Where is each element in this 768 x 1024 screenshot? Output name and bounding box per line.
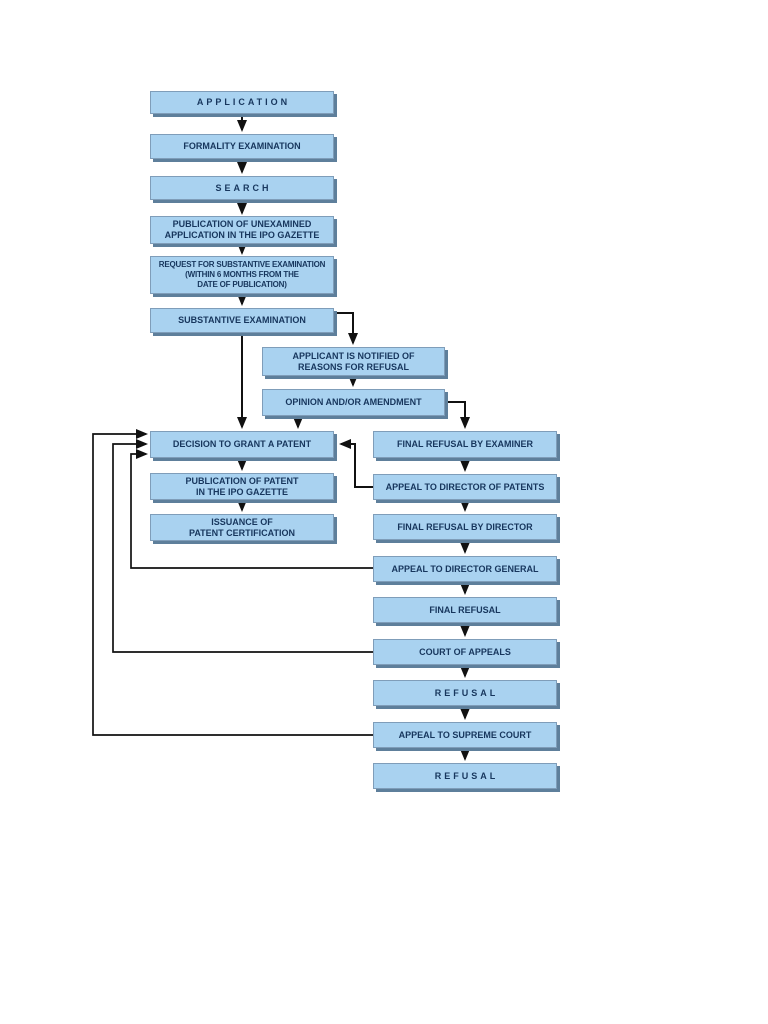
node-publication-unexamined: PUBLICATION OF UNEXAMINED APPLICATION IN… bbox=[150, 216, 334, 244]
node-appeal-director-patents: APPEAL TO DIRECTOR OF PATENTS bbox=[373, 474, 557, 500]
node-final-refusal-director: FINAL REFUSAL BY DIRECTOR bbox=[373, 514, 557, 540]
edge-appeal-general-decision bbox=[130, 449, 373, 569]
node-issuance-certification: ISSUANCE OF PATENT CERTIFICATION bbox=[150, 514, 334, 541]
node-application: APPLICATION bbox=[150, 91, 334, 114]
node-request-substantive-examination: REQUEST FOR SUBSTANTIVE EXAMINATION (WIT… bbox=[150, 256, 334, 294]
node-substantive-examination: SUBSTANTIVE EXAMINATION bbox=[150, 308, 334, 333]
node-refusal-after-court: REFUSAL bbox=[373, 680, 557, 706]
node-appeal-director-general: APPEAL TO DIRECTOR GENERAL bbox=[373, 556, 557, 582]
node-refusal-final: REFUSAL bbox=[373, 763, 557, 789]
node-final-refusal-examiner: FINAL REFUSAL BY EXAMINER bbox=[373, 431, 557, 458]
node-opinion-amendment: OPINION AND/OR AMENDMENT bbox=[262, 389, 445, 416]
node-search: SEARCH bbox=[150, 176, 334, 200]
node-final-refusal: FINAL REFUSAL bbox=[373, 597, 557, 623]
node-court-of-appeals: COURT OF APPEALS bbox=[373, 639, 557, 665]
node-publication-patent: PUBLICATION OF PATENT IN THE IPO GAZETTE bbox=[150, 473, 334, 500]
node-appeal-supreme-court: APPEAL TO SUPREME COURT bbox=[373, 722, 557, 748]
node-applicant-notified: APPLICANT IS NOTIFIED OF REASONS FOR REF… bbox=[262, 347, 445, 376]
node-formality-examination: FORMALITY EXAMINATION bbox=[150, 134, 334, 159]
node-decision-grant-patent: DECISION TO GRANT A PATENT bbox=[150, 431, 334, 458]
edge-substantive-notified bbox=[334, 312, 358, 345]
edge-opinion-refusal-examiner bbox=[445, 401, 470, 429]
edge-appeal-patents-decision bbox=[339, 439, 373, 488]
